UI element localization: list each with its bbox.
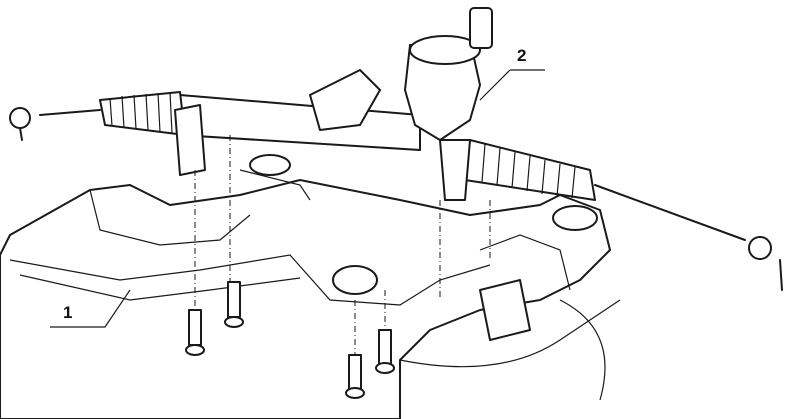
callout-1-leader bbox=[50, 289, 131, 328]
left-tie-rod-end bbox=[9, 107, 31, 129]
mounting-bracket bbox=[309, 69, 381, 131]
bolt bbox=[345, 354, 365, 399]
steering-rack bbox=[9, 7, 783, 291]
bolt bbox=[185, 309, 205, 356]
left-clamp bbox=[174, 104, 206, 176]
right-tie-rod-end bbox=[748, 236, 772, 260]
subframe bbox=[0, 154, 621, 419]
callout-2-leader bbox=[479, 69, 545, 101]
callout-1-label: 1 bbox=[63, 303, 73, 322]
input-shaft bbox=[469, 7, 493, 49]
bolts bbox=[185, 135, 491, 399]
callout-2-label: 2 bbox=[517, 46, 527, 65]
right-clamp bbox=[439, 139, 471, 201]
bolt bbox=[375, 329, 395, 374]
bolt bbox=[224, 281, 244, 328]
